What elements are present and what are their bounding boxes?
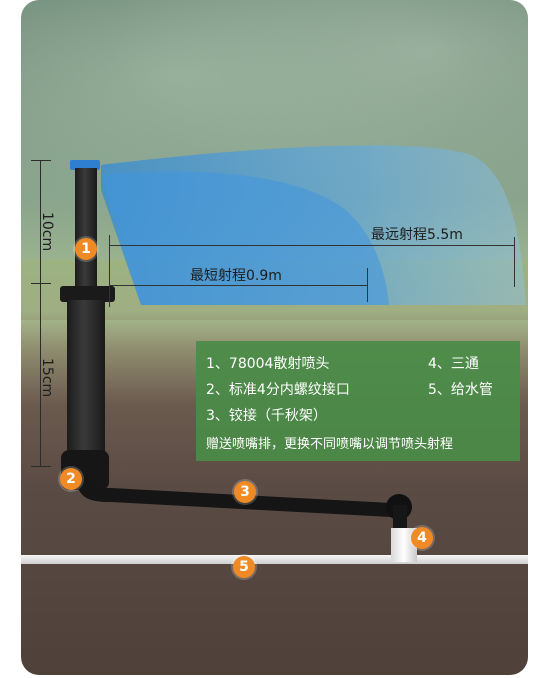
marker-2: 2 xyxy=(60,468,82,490)
marker-5: 5 xyxy=(233,556,255,578)
legend-item-2: 2、标准4分内螺纹接口 xyxy=(206,382,350,398)
dim-label-lower: 15cm xyxy=(39,358,55,398)
riser-stem xyxy=(75,168,97,290)
legend-item-5: 5、给水管 xyxy=(428,382,493,398)
min-range-label: 最短射程0.9m xyxy=(190,268,282,284)
nozzle-cap xyxy=(70,160,100,170)
marker-3: 3 xyxy=(234,481,256,503)
legend-item-1: 1、78004散射喷头 xyxy=(206,356,330,372)
dim-tick xyxy=(31,466,51,467)
max-range-label: 最远射程5.5m xyxy=(371,227,463,243)
dim-line-upper xyxy=(40,160,41,283)
legend-panel: 1、78004散射喷头 2、标准4分内螺纹接口 3、铰接（千秋架） 4、三通 5… xyxy=(196,341,520,461)
legend-item-4: 4、三通 xyxy=(428,356,479,372)
dim-tick xyxy=(31,160,51,161)
body-collar xyxy=(60,286,115,302)
min-range-line xyxy=(109,285,367,286)
marker-4: 4 xyxy=(411,527,433,549)
dim-label-upper: 10cm xyxy=(39,212,55,252)
range-min-tick xyxy=(367,268,368,302)
swing-joint-pipe xyxy=(76,473,412,533)
range-max-tick xyxy=(514,237,515,287)
max-range-line xyxy=(109,245,514,246)
water-supply-pipe xyxy=(21,555,528,564)
spray-arc xyxy=(101,145,526,305)
product-illustration: 10cm 15cm 最远射程5.5m 最短射程0.9m 1 2 3 4 5 xyxy=(21,0,528,675)
range-start-tick xyxy=(109,235,110,307)
sprinkler-body xyxy=(67,300,105,460)
legend-item-3: 3、铰接（千秋架） xyxy=(206,408,327,424)
dim-tick xyxy=(31,283,51,284)
legend-note: 赠送喷嘴排，更换不同喷嘴以调节喷头射程 xyxy=(206,437,454,452)
dim-line-lower xyxy=(40,284,41,467)
marker-1: 1 xyxy=(75,238,97,260)
